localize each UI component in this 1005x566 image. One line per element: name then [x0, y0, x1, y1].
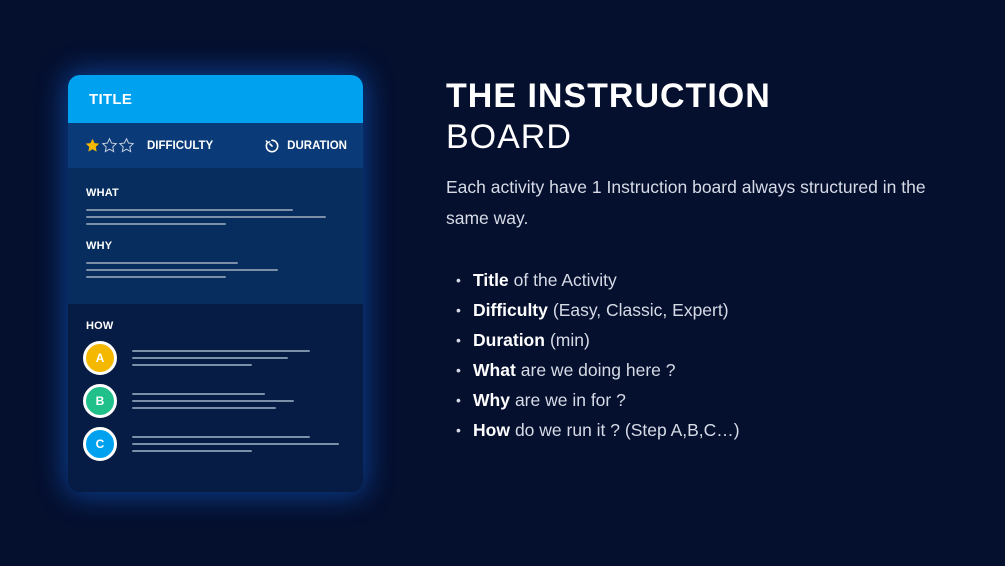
step-placeholder-lines	[132, 436, 339, 452]
bullet-text: do we run it ? (Step A,B,C…)	[514, 419, 740, 440]
placeholder-line	[132, 436, 310, 438]
placeholder-line	[86, 276, 226, 278]
difficulty-group: DIFFICULTY	[84, 137, 213, 154]
timer-icon	[265, 139, 279, 152]
duration-label: DURATION	[287, 139, 347, 152]
bullet-text: (min)	[549, 329, 590, 350]
step-placeholder-lines	[132, 350, 310, 366]
bullet-dot: •	[456, 302, 461, 318]
card-title-bar: TITLE	[68, 75, 363, 123]
placeholder-line	[86, 262, 238, 264]
star-filled-icon	[85, 138, 100, 152]
bullet-dot: •	[456, 272, 461, 288]
placeholder-line	[132, 350, 310, 352]
bullet-bold: Title	[473, 269, 509, 290]
bullet-item: • Duration(min)	[456, 325, 740, 355]
placeholder-line	[86, 269, 278, 271]
placeholder-line	[132, 364, 252, 366]
bullet-text: of the Activity	[513, 269, 617, 290]
card-meta-bar: DIFFICULTY DURATION	[68, 123, 363, 168]
step-badge: A	[83, 341, 117, 375]
why-label: WHY	[86, 240, 113, 252]
step-a: A	[83, 341, 347, 375]
placeholder-line	[86, 223, 226, 225]
placeholder-line	[86, 216, 326, 218]
bullet-item: • Difficulty(Easy, Classic, Expert)	[456, 295, 740, 325]
star-outline-icon	[118, 137, 135, 153]
what-placeholder-lines	[86, 209, 345, 225]
bullet-bold: Difficulty	[473, 299, 548, 320]
placeholder-line	[86, 209, 293, 211]
instruction-board-card: TITLE DIFFICULTY DURATION	[68, 75, 363, 492]
difficulty-label: DIFFICULTY	[147, 139, 214, 152]
star-outline-icon	[101, 137, 118, 153]
bullet-text: (Easy, Classic, Expert)	[552, 299, 729, 320]
bullet-text: are we in for ?	[514, 389, 626, 410]
step-b: B	[83, 384, 347, 418]
difficulty-stars	[84, 137, 135, 154]
placeholder-line	[132, 407, 276, 409]
description: Each activity have 1 Instruction board a…	[446, 177, 926, 228]
bullet-dot: •	[456, 422, 461, 438]
bullet-text: are we doing here ?	[520, 359, 676, 380]
what-label: WHAT	[86, 187, 119, 199]
heading-line-1: THE INSTRUCTION	[446, 77, 771, 115]
how-section: HOW A B C	[68, 304, 363, 492]
placeholder-line	[132, 400, 294, 402]
step-badge: B	[83, 384, 117, 418]
duration-group: DURATION	[264, 138, 347, 154]
bullet-dot: •	[456, 362, 461, 378]
bullet-bold: Duration	[473, 329, 545, 350]
bullet-dot: •	[456, 392, 461, 408]
bullet-dot: •	[456, 332, 461, 348]
how-label: HOW	[86, 320, 114, 332]
bullet-bold: Why	[473, 389, 510, 410]
placeholder-line	[132, 357, 288, 359]
card-title: TITLE	[89, 90, 133, 108]
placeholder-line	[132, 450, 252, 452]
what-why-section: WHAT WHY	[68, 168, 363, 304]
step-badge: C	[83, 427, 117, 461]
step-c: C	[83, 427, 347, 461]
why-placeholder-lines	[86, 262, 345, 278]
bullet-bold: How	[473, 419, 510, 440]
placeholder-line	[132, 393, 265, 395]
bullet-bold: What	[473, 359, 516, 380]
placeholder-line	[132, 443, 339, 445]
step-placeholder-lines	[132, 393, 294, 409]
heading-line-2: BOARD	[446, 118, 572, 156]
